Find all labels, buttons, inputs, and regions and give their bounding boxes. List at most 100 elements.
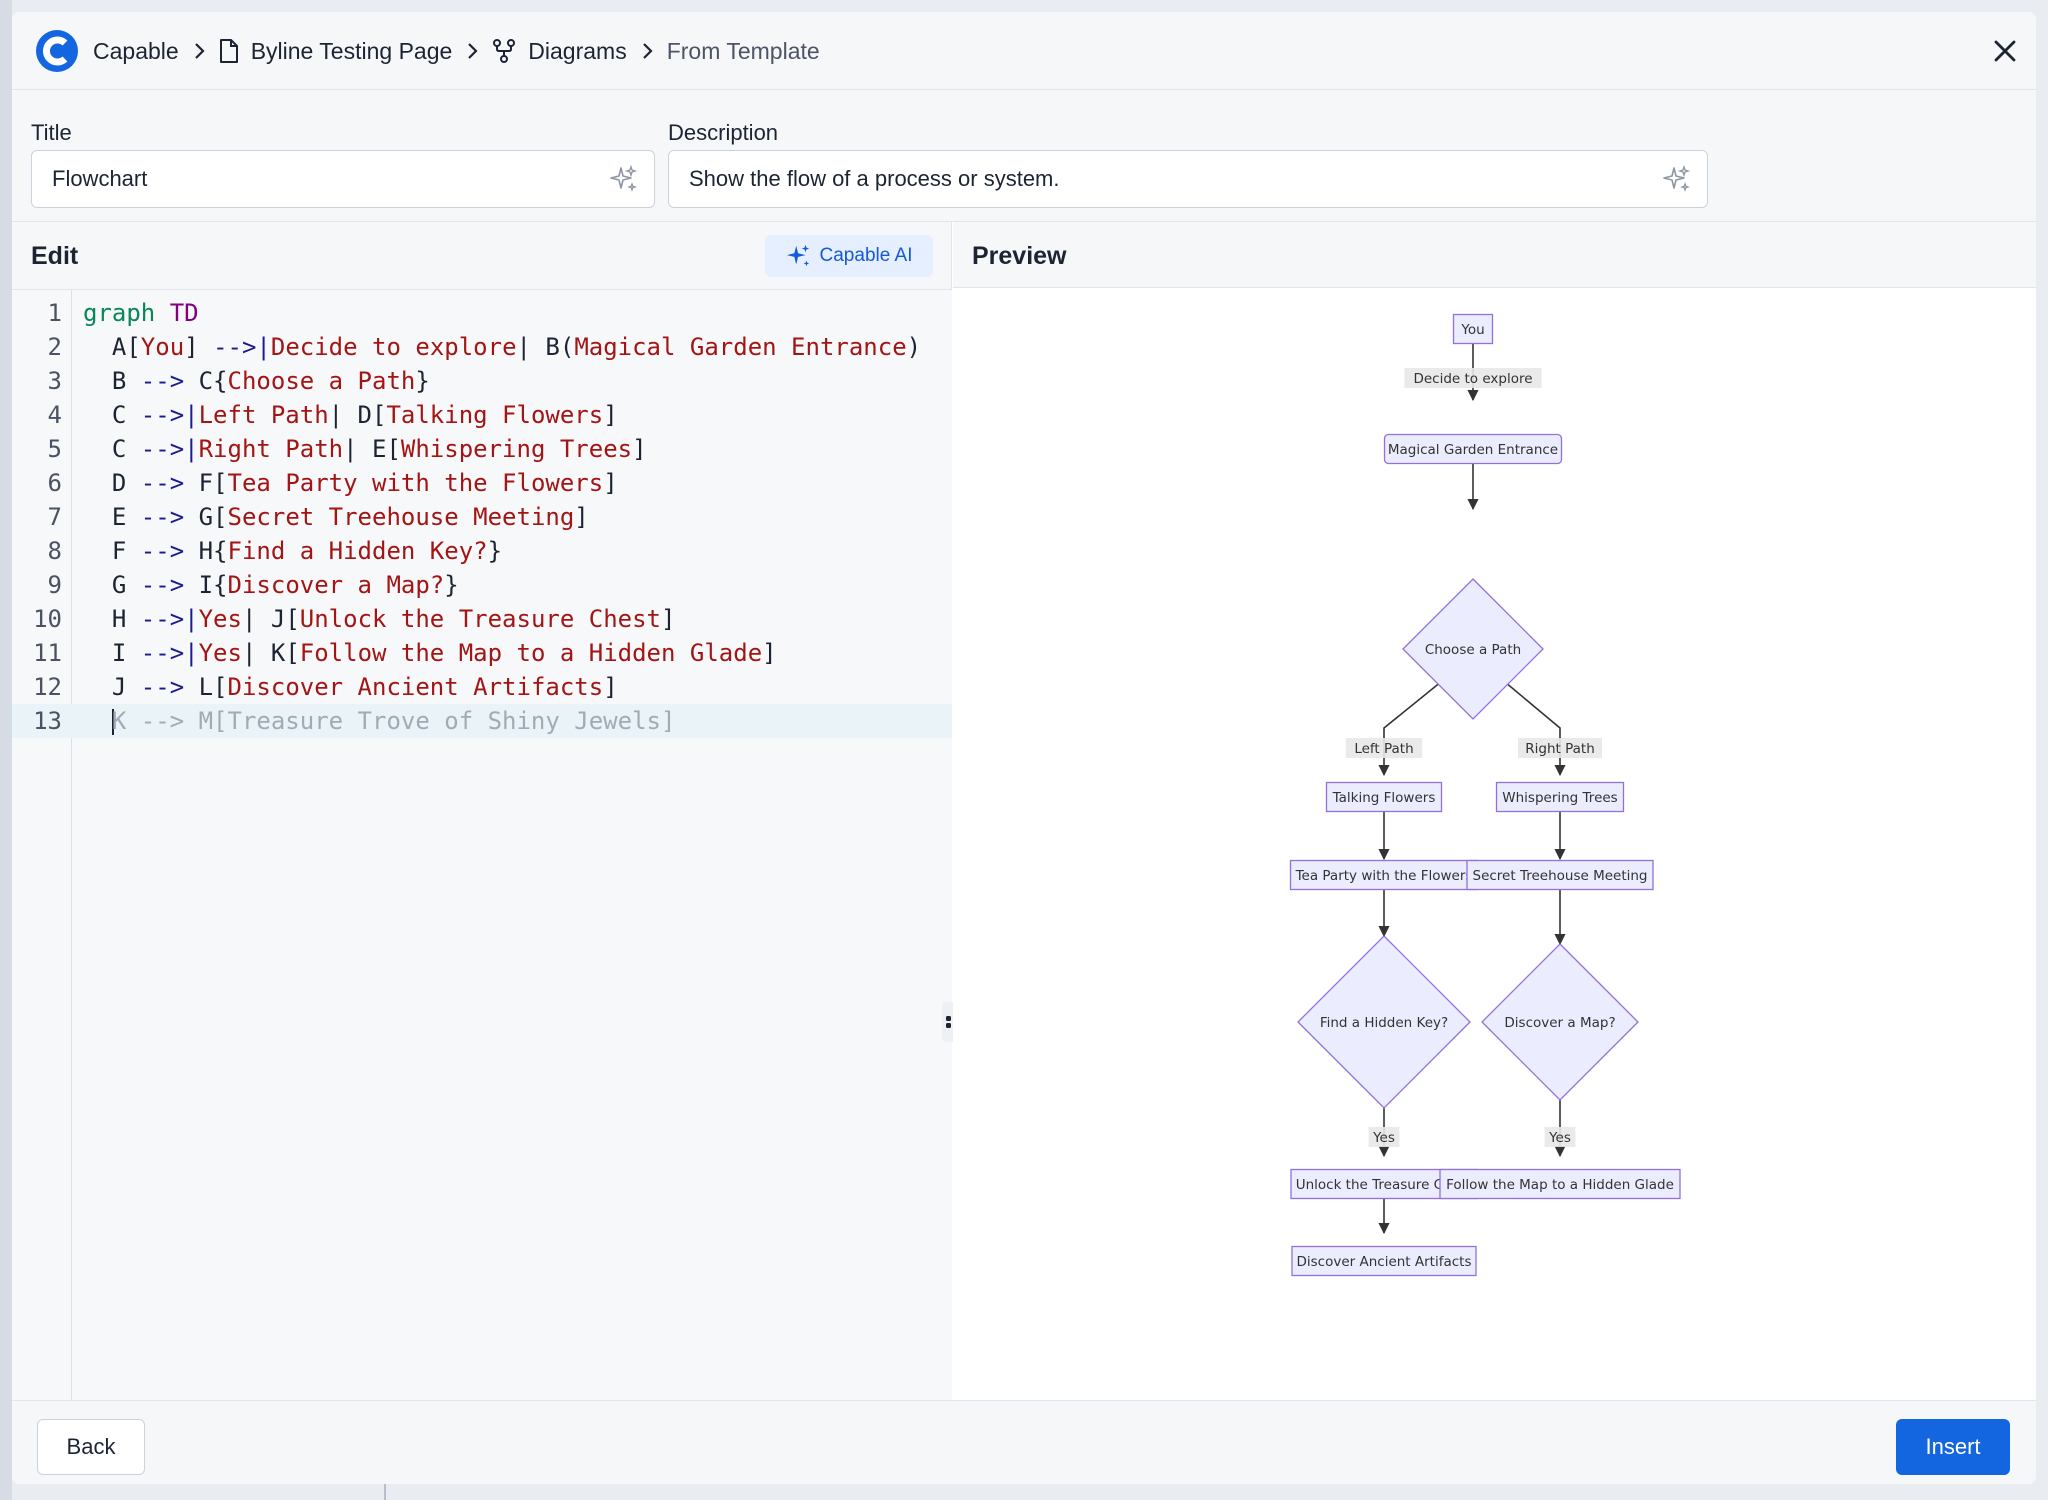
text-cursor: [111, 709, 114, 735]
flow-edge-label-bg: [1404, 368, 1542, 388]
edit-header: Edit Capable AI: [12, 222, 951, 290]
description-value: Show the flow of a process or system.: [689, 166, 1060, 191]
line-number: 13: [33, 707, 62, 735]
flow-edge-label: Left Path: [1354, 741, 1413, 757]
ai-sparkle-icon[interactable]: [1663, 165, 1691, 193]
flow-node: [1383, 433, 1563, 465]
breadcrumb-page-label: Byline Testing Page: [250, 37, 453, 64]
diagram-branch-icon: [492, 38, 516, 64]
flow-node-label: Tea Party with the Flowers: [1295, 868, 1473, 884]
close-icon: [1994, 40, 2016, 62]
capable-ai-label: Capable AI: [819, 245, 913, 266]
capable-logo-icon: [36, 30, 78, 72]
line-number: 10: [33, 605, 62, 633]
code-line[interactable]: 2 A[You] -->|Decide to explore| B(Magica…: [12, 330, 952, 364]
code-line[interactable]: 4 C -->|Left Path| D[Talking Flowers]: [12, 398, 952, 432]
code-line[interactable]: 5 C -->|Right Path| E[Whispering Trees]: [12, 432, 952, 466]
code-text: E --> G[Secret Treehouse Meeting]: [83, 503, 589, 531]
code-text: K --> M[Treasure Trove of Shiny Jewels]: [111, 707, 676, 735]
ai-sparkle-icon: [786, 244, 809, 267]
edit-heading: Edit: [31, 242, 79, 270]
code-line[interactable]: 3 B --> C{Choose a Path}: [12, 364, 952, 398]
flow-edge: [1378, 676, 1448, 777]
preview-header: Preview: [953, 222, 2036, 288]
title-field[interactable]: Flowchart: [31, 150, 655, 208]
code-line[interactable]: 6 D --> F[Tea Party with the Flowers]: [12, 466, 952, 500]
flow-node: [1289, 859, 1479, 891]
title-value: Flowchart: [52, 166, 148, 191]
flow-node-label: Secret Treehouse Meeting: [1473, 868, 1648, 884]
breadcrumb-section[interactable]: Diagrams: [492, 37, 627, 65]
flow-node: [1439, 1168, 1681, 1200]
metadata-section: Title Flowchart Description Show the flo…: [12, 90, 2036, 222]
code-text: A[You] -->|Decide to explore| B(Magical …: [83, 333, 922, 361]
flow-decision-label: Discover a Map?: [1504, 1015, 1615, 1031]
flow-node-label: Unlock the Treasure Chest: [1296, 1177, 1473, 1193]
flow-edge: [1498, 676, 1566, 777]
chevron-right-icon: [179, 42, 219, 60]
line-number: 8: [47, 537, 62, 565]
breadcrumb-page[interactable]: Byline Testing Page: [219, 37, 453, 65]
breadcrumb-app[interactable]: Capable: [93, 37, 179, 64]
code-text: G --> I{Discover a Map?}: [83, 571, 459, 599]
background-divider: [384, 1480, 386, 1500]
flow-node-label: Discover Ancient Artifacts: [1296, 1254, 1471, 1270]
code-text: C -->|Left Path| D[Talking Flowers]: [83, 401, 618, 429]
modal-footer: Back Insert: [12, 1400, 2036, 1484]
insert-button[interactable]: Insert: [1896, 1419, 2010, 1475]
flow-edge-label-bg: [1368, 1127, 1400, 1147]
flow-decision-node: [1297, 935, 1471, 1109]
code-text: D --> F[Tea Party with the Flowers]: [83, 469, 618, 497]
document-icon: [219, 39, 239, 63]
code-text: C -->|Right Path| E[Whispering Trees]: [83, 435, 647, 463]
flow-decision-label: Choose a Path: [1425, 642, 1521, 658]
flow-edge-label-bg: [1345, 738, 1423, 758]
ai-sparkle-icon[interactable]: [610, 165, 638, 193]
flow-node-label: Whispering Trees: [1502, 790, 1617, 806]
line-number: 3: [47, 367, 62, 395]
flow-edge-label: Yes: [1548, 1130, 1571, 1146]
line-number: 6: [47, 469, 62, 497]
flow-node: [1291, 1245, 1477, 1277]
flow-decision-node: [1402, 578, 1544, 720]
flow-node: [1452, 313, 1494, 345]
chevron-right-icon: [627, 42, 667, 60]
code-line[interactable]: 9 G --> I{Discover a Map?}: [12, 568, 952, 602]
flow-node: [1495, 781, 1625, 813]
description-label: Description: [668, 120, 779, 145]
description-field[interactable]: Show the flow of a process or system.: [668, 150, 1708, 208]
line-number: 2: [47, 333, 62, 361]
flow-node: [1325, 781, 1443, 813]
capable-ai-button[interactable]: Capable AI: [765, 235, 933, 277]
back-button[interactable]: Back: [37, 1419, 145, 1475]
flow-edge-label: Decide to explore: [1413, 371, 1532, 387]
code-text: graph TD: [83, 299, 199, 327]
flow-edge-label: Yes: [1372, 1130, 1395, 1146]
code-line[interactable]: 11 I -->|Yes| K[Follow the Map to a Hidd…: [12, 636, 952, 670]
code-line[interactable]: 7 E --> G[Secret Treehouse Meeting]: [12, 500, 952, 534]
close-button[interactable]: [1988, 34, 2022, 68]
flow-node-label: Follow the Map to a Hidden Glade: [1446, 1177, 1674, 1193]
line-number: 4: [47, 401, 62, 429]
flow-edge-label-bg: [1518, 738, 1602, 758]
line-number: 7: [47, 503, 62, 531]
line-number: 12: [33, 673, 62, 701]
code-line[interactable]: 13 K --> M[Treasure Trove of Shiny Jewel…: [12, 704, 952, 738]
code-text: H -->|Yes| J[Unlock the Treasure Chest]: [83, 605, 676, 633]
chevron-right-icon: [452, 42, 492, 60]
background-sidebar: [0, 0, 12, 1500]
code-line[interactable]: 10 H -->|Yes| J[Unlock the Treasure Ches…: [12, 602, 952, 636]
line-number: 11: [33, 639, 62, 667]
flow-node-label: Talking Flowers: [1332, 790, 1436, 806]
diagram-modal: Capable Byline Testing Page Diagrams: [12, 12, 2036, 1484]
code-text: J --> L[Discover Ancient Artifacts]: [83, 673, 618, 701]
flow-edge-label: Right Path: [1525, 741, 1595, 757]
breadcrumb-section-label: Diagrams: [528, 37, 627, 64]
code-line[interactable]: 12 J --> L[Discover Ancient Artifacts]: [12, 670, 952, 704]
code-line[interactable]: 8 F --> H{Find a Hidden Key?}: [12, 534, 952, 568]
